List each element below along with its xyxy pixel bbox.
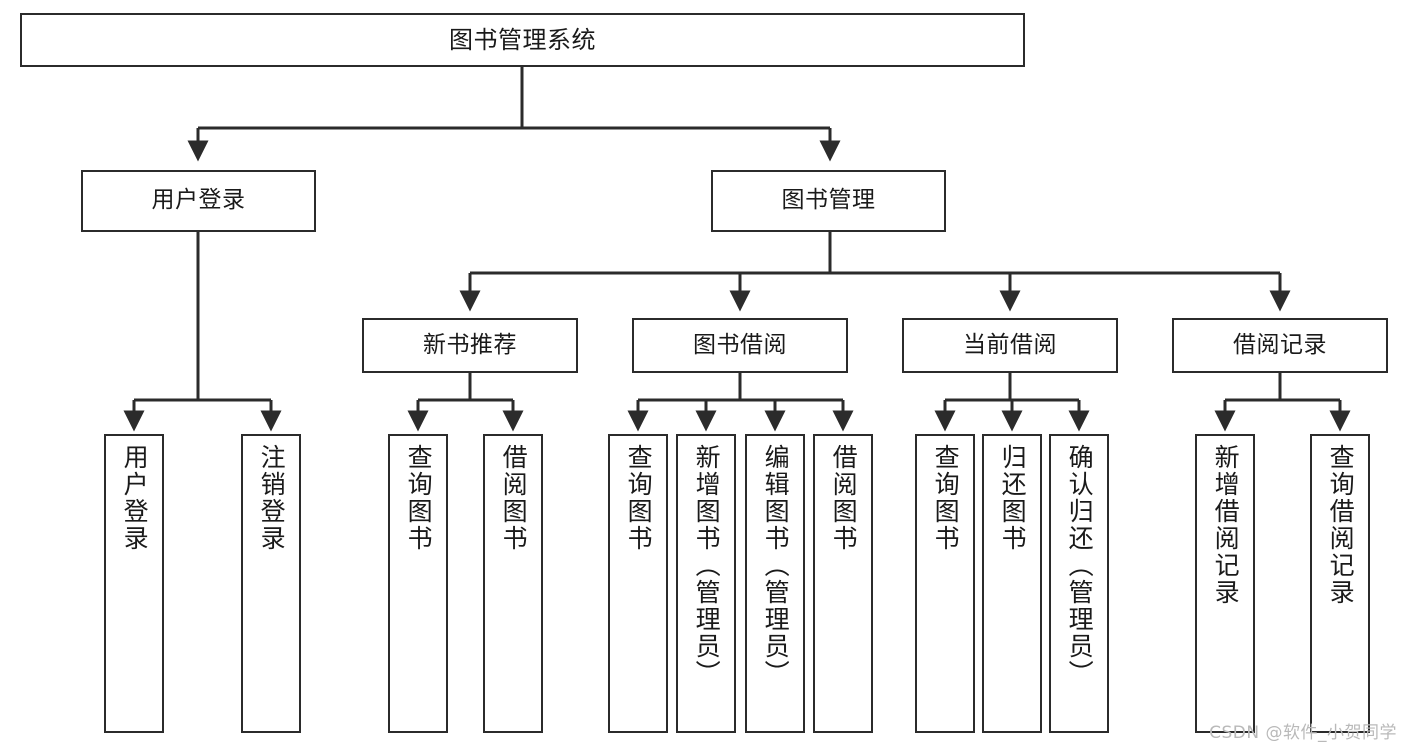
node-leaf-edit-book-label: 编辑图书（管理员） [761,444,791,687]
node-book-borrow-label: 图书借阅 [693,331,787,358]
node-leaf-borrow-book-2-label: 借阅图书 [829,444,859,552]
node-leaf-user-login[interactable]: 用户登录 [104,434,164,733]
node-leaf-confirm-return-label: 确认归还（管理员） [1065,444,1095,687]
node-leaf-borrow-book-1[interactable]: 借阅图书 [483,434,543,733]
node-leaf-confirm-return[interactable]: 确认归还（管理员） [1049,434,1109,733]
node-new-book-recommend[interactable]: 新书推荐 [362,318,578,373]
node-leaf-add-record[interactable]: 新增借阅记录 [1195,434,1255,733]
node-user-login[interactable]: 用户登录 [81,170,316,232]
node-borrow-record-label: 借阅记录 [1233,331,1327,358]
node-borrow-record[interactable]: 借阅记录 [1172,318,1388,373]
node-leaf-return-book[interactable]: 归还图书 [982,434,1042,733]
node-book-borrow[interactable]: 图书借阅 [632,318,848,373]
node-leaf-user-login-label: 用户登录 [120,444,150,552]
node-current-borrow[interactable]: 当前借阅 [902,318,1118,373]
node-new-book-recommend-label: 新书推荐 [423,331,517,358]
node-book-management-label: 图书管理 [781,187,876,214]
node-book-management[interactable]: 图书管理 [711,170,946,232]
node-root[interactable]: 图书管理系统 [20,13,1025,67]
node-leaf-add-record-label: 新增借阅记录 [1211,444,1241,606]
node-user-login-label: 用户登录 [151,187,246,214]
node-leaf-logout-login[interactable]: 注销登录 [241,434,301,733]
node-leaf-edit-book[interactable]: 编辑图书（管理员） [745,434,805,733]
node-leaf-add-book[interactable]: 新增图书（管理员） [676,434,736,733]
node-leaf-query-book-1[interactable]: 查询图书 [388,434,448,733]
node-leaf-query-book-1-label: 查询图书 [404,444,434,552]
node-root-label: 图书管理系统 [449,25,596,54]
watermark: CSDN @软件_小贺同学 [1209,723,1397,743]
node-leaf-query-record-label: 查询借阅记录 [1326,444,1356,606]
node-current-borrow-label: 当前借阅 [963,331,1057,358]
node-leaf-borrow-book-2[interactable]: 借阅图书 [813,434,873,733]
node-leaf-logout-login-label: 注销登录 [257,444,287,552]
node-leaf-query-book-2[interactable]: 查询图书 [608,434,668,733]
node-leaf-query-book-2-label: 查询图书 [624,444,654,552]
node-leaf-query-book-3[interactable]: 查询图书 [915,434,975,733]
node-leaf-add-book-label: 新增图书（管理员） [692,444,722,687]
node-leaf-query-record[interactable]: 查询借阅记录 [1310,434,1370,733]
node-leaf-borrow-book-1-label: 借阅图书 [499,444,529,552]
node-leaf-return-book-label: 归还图书 [998,444,1028,552]
node-leaf-query-book-3-label: 查询图书 [931,444,961,552]
